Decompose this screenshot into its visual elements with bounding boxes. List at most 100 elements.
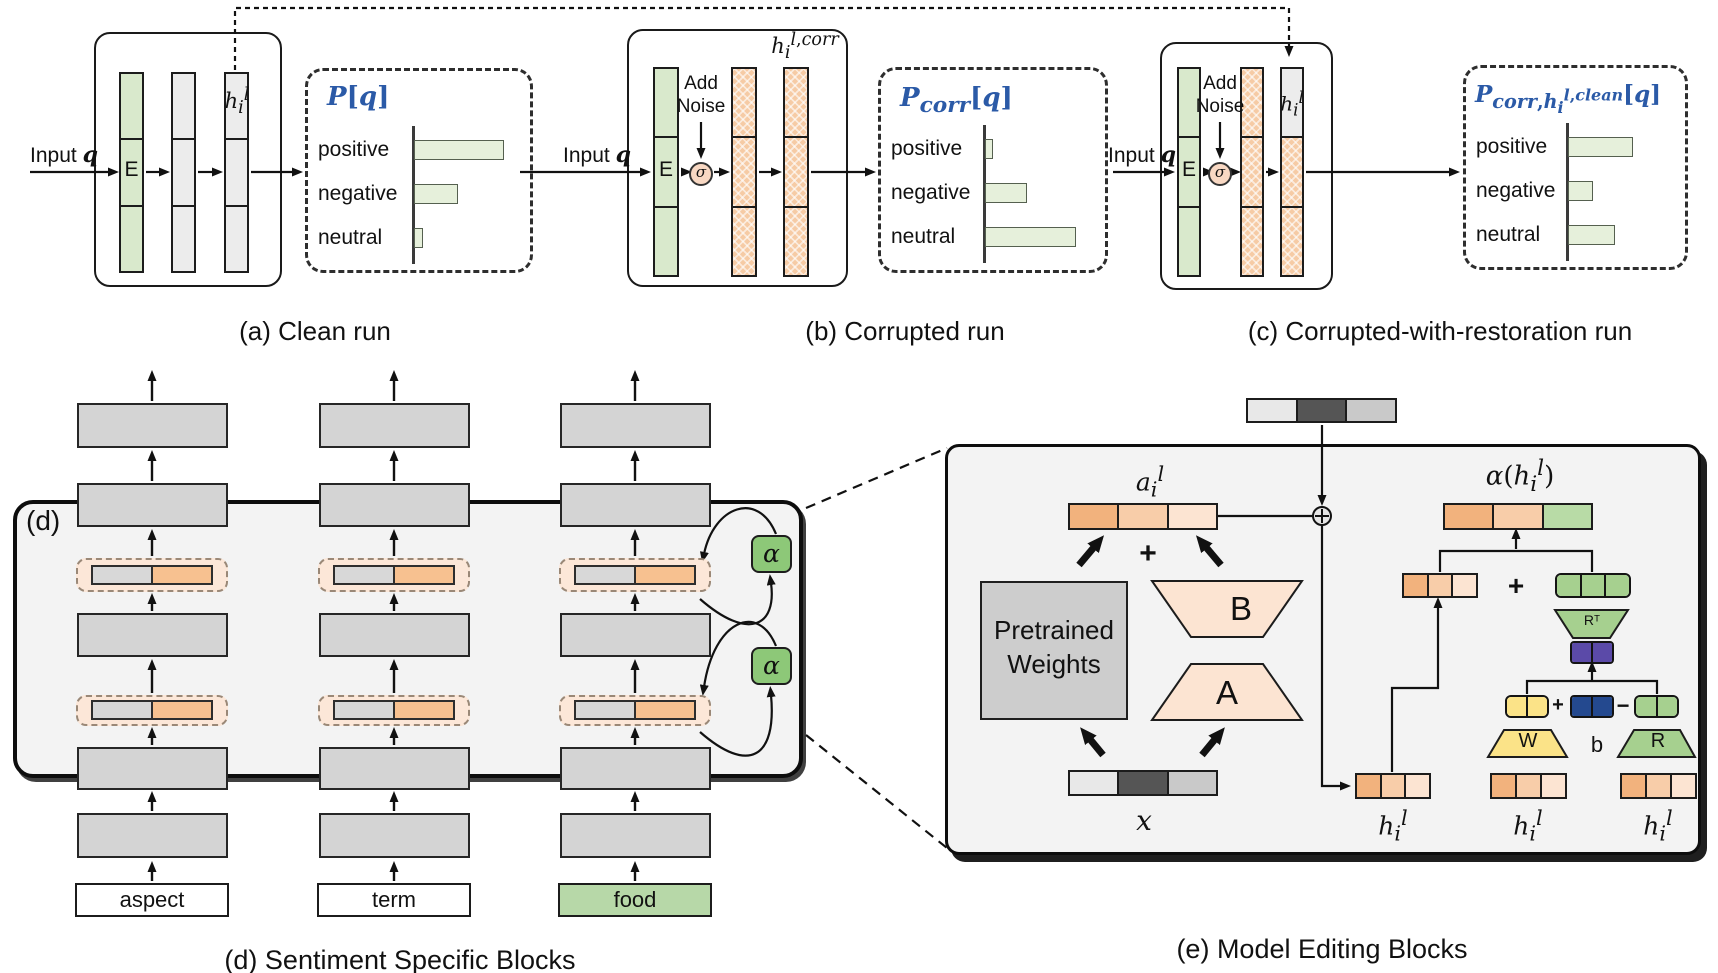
token-box-food: food — [558, 883, 712, 917]
probability-bar — [985, 227, 1076, 247]
hidden-state-label: hil — [1378, 806, 1408, 846]
panel-b-flow-arrows — [520, 122, 876, 177]
restored-hidden-label: hil — [1280, 88, 1304, 120]
transformer-block — [319, 613, 470, 657]
caption-panel-c: (c) Corrupted-with-restoration run — [1247, 316, 1633, 346]
transformer-block — [77, 813, 228, 858]
embedding-column — [1177, 67, 1201, 277]
edited-state-bar — [91, 700, 213, 720]
chart-title: P[q] — [327, 82, 390, 112]
lora-delta-bar — [1068, 503, 1218, 530]
transformer-block — [560, 403, 711, 448]
transformer-block — [77, 483, 228, 527]
hidden-state-bar — [1355, 773, 1431, 799]
W-projection-bar — [1505, 695, 1549, 718]
caption-panel-d: (d) Sentiment Specific Blocks — [224, 945, 576, 973]
transformer-block — [560, 483, 711, 527]
plus-operator: + — [1507, 570, 1525, 601]
transformer-block — [560, 813, 711, 858]
transformer-block — [319, 483, 470, 527]
R-transpose-trapezoid — [1553, 609, 1630, 639]
lora-delta-label: ail — [1135, 462, 1165, 502]
chart-row: positive — [305, 138, 533, 162]
lora-A-trapezoid — [1150, 663, 1304, 721]
rotation-output-bar — [1555, 573, 1631, 598]
R-trapezoid — [1616, 729, 1697, 758]
caption-panel-e: (e) Model Editing Blocks — [1176, 934, 1468, 964]
chart-row: negative — [1463, 179, 1688, 203]
alpha-gate-box: α — [751, 647, 792, 685]
chart-category-label: positive — [318, 138, 390, 161]
plus-operator-small: + — [1552, 694, 1564, 716]
embed-label: E — [1181, 158, 1196, 181]
alpha-gate-box: α — [751, 535, 792, 573]
lora-A-label: A — [1215, 674, 1238, 711]
caption-panel-b: (b) Corrupted run — [805, 316, 1005, 346]
transformer-block — [560, 747, 711, 790]
pretrained-weights-box: Pretrained Weights — [980, 581, 1128, 720]
chart-title: Pcorr[q] — [900, 83, 1013, 119]
bias-label: b — [1590, 732, 1604, 757]
oplus-add-icon — [1312, 506, 1332, 526]
transformer-block — [319, 747, 470, 790]
transformer-block — [77, 747, 228, 790]
transformer-block — [77, 613, 228, 657]
embedding-column — [653, 67, 679, 277]
hidden-state-bar — [1620, 773, 1697, 799]
probability-bar — [414, 228, 423, 248]
probability-bar — [414, 184, 458, 204]
embed-label: E — [658, 158, 673, 181]
chart-category-label: positive — [1476, 135, 1548, 158]
input-label: Input q — [30, 142, 98, 168]
lora-B-label: B — [1229, 590, 1252, 627]
chart-title: Pcorr,hil,clean[q] — [1475, 81, 1662, 117]
latent-edit-bar — [1570, 641, 1614, 664]
lora-composition-arrows — [1076, 535, 1225, 758]
transformer-block — [319, 403, 470, 448]
restored-state-column — [1280, 67, 1304, 277]
hidden-state-label: hil — [1513, 806, 1543, 846]
input-label: Input q — [563, 142, 631, 168]
chart-category-label: negative — [891, 181, 971, 204]
transformer-block — [77, 403, 228, 448]
corrupted-column — [783, 67, 809, 277]
caption-panel-a: (a) Clean run — [239, 316, 391, 346]
W-label: W — [1518, 730, 1538, 752]
edited-state-bar — [91, 565, 213, 585]
R-transpose-label: Rᵀ — [1583, 612, 1601, 628]
embed-label: E — [124, 158, 139, 181]
sigma-noise-icon — [689, 162, 713, 186]
chart-row: neutral — [305, 226, 533, 250]
chart-row: positive — [1463, 135, 1688, 159]
token-box-aspect: aspect — [75, 883, 229, 917]
sigma-label: σ — [695, 163, 707, 181]
R-label: R — [1650, 730, 1666, 752]
R-projection-bar — [1634, 695, 1679, 718]
chart-category-label: neutral — [1476, 223, 1541, 246]
panel-c-flow-arrows — [1113, 122, 1460, 177]
probability-bar — [985, 139, 993, 159]
chart-category-label: positive — [891, 137, 963, 160]
hidden-state-column — [224, 72, 249, 273]
corrupted-hidden-label: hil,corr — [771, 30, 839, 64]
chart-category-label: negative — [1476, 179, 1556, 202]
panel-d-stack-arrows — [147, 370, 640, 881]
chart-category-label: neutral — [318, 226, 383, 249]
chart-row: negative — [878, 181, 1108, 205]
probability-chart-restored: Pcorr,hil,clean[q] positive negative neutr… — [1463, 65, 1688, 270]
x-label: x — [1136, 804, 1152, 837]
hidden-state-label: hil — [1643, 806, 1673, 846]
token-box-term: term — [317, 883, 471, 917]
chart-row: positive — [878, 137, 1108, 161]
alpha-loop-arrows — [699, 507, 778, 757]
edited-state-bar — [333, 565, 455, 585]
probability-bar — [1568, 137, 1633, 157]
edited-state-bar — [333, 700, 455, 720]
W-trapezoid — [1486, 729, 1569, 758]
edited-state-bar — [574, 700, 696, 720]
